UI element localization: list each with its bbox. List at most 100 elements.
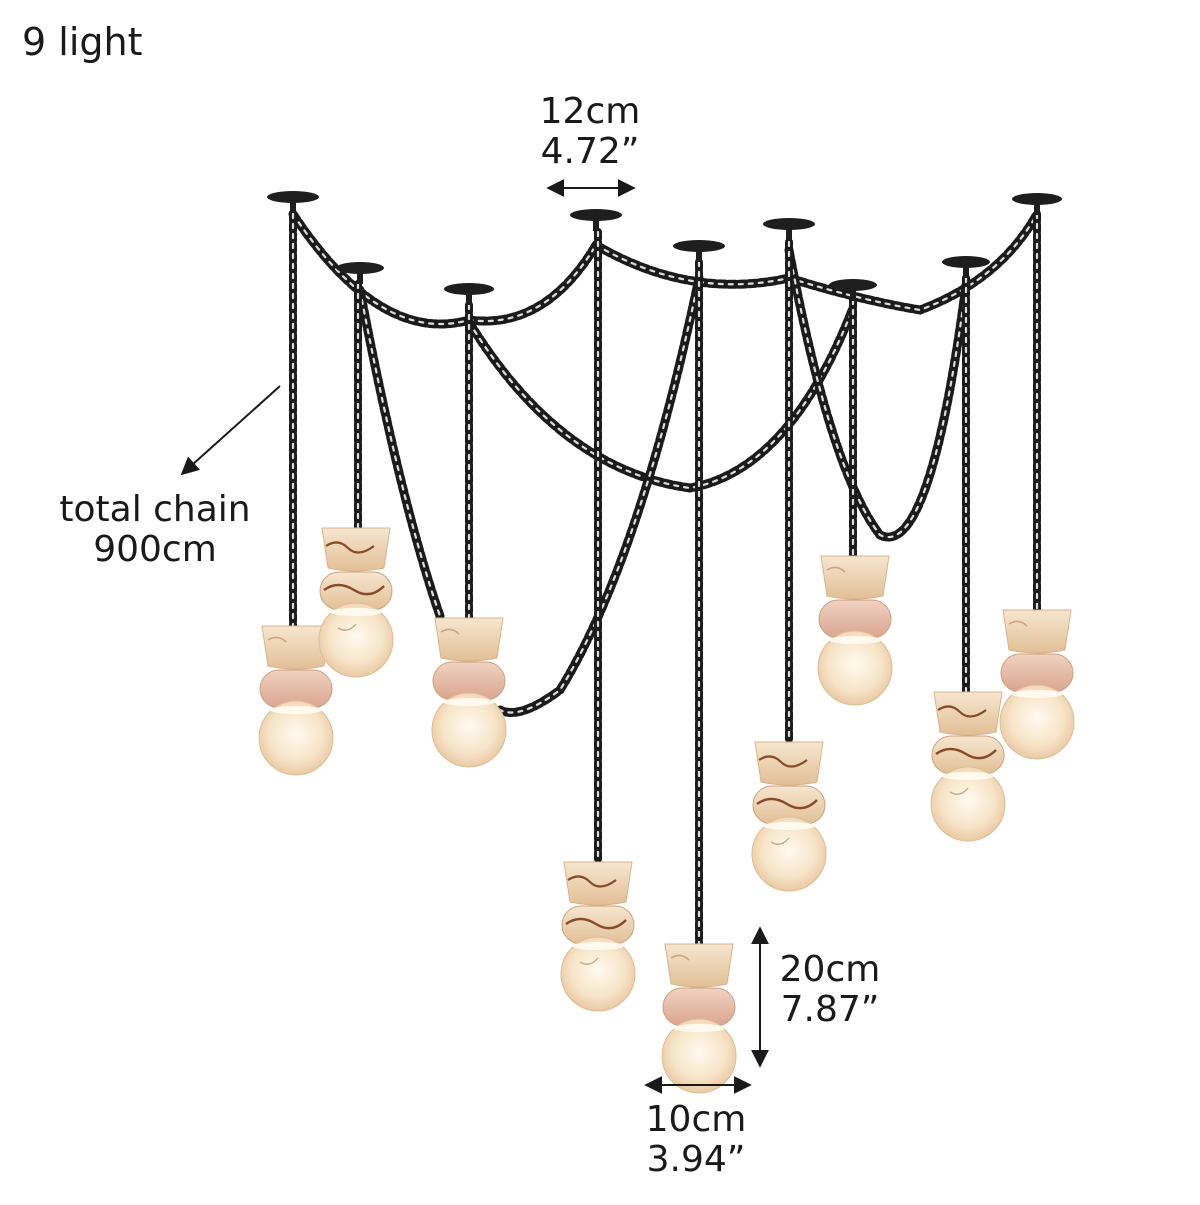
- shade-cup-6: [754, 741, 824, 786]
- dimension-arrows: [180, 179, 769, 1094]
- shade-cup-8: [933, 691, 1003, 736]
- shade-width-label: 10cm 3.94”: [636, 1100, 756, 1180]
- chain-swags: [288, 209, 1042, 717]
- shade-cup-1: [261, 625, 331, 670]
- ceiling-canopy-icon: [267, 191, 319, 203]
- shade-globe-9: [999, 684, 1075, 760]
- shade-vein-6b: [756, 797, 818, 810]
- pendant-shade-icon: [661, 943, 737, 1094]
- shade-glow-4: [572, 942, 624, 950]
- chain-length-line1: total chain: [59, 489, 251, 530]
- pendant-shade-icon: [999, 609, 1075, 760]
- shade-globe-4: [560, 936, 636, 1012]
- shade-globe-6: [751, 816, 827, 892]
- shade-glow-7: [829, 636, 881, 644]
- chain-drops: [289, 210, 1041, 948]
- chain-length-label: total chain 900cm: [40, 490, 270, 570]
- pendant-shade-icon: [560, 861, 636, 1012]
- canopy-spacing-label: 12cm 4.72”: [530, 92, 650, 172]
- pendant-shade-icon: [318, 527, 394, 678]
- shade-vein-1a: [267, 636, 287, 643]
- canopy-stem-4: [593, 219, 599, 231]
- shade-glow-5: [673, 1024, 725, 1032]
- pendant-shade-icon: [817, 555, 893, 706]
- shade-vein-3a: [440, 628, 460, 635]
- ceiling-canopy-icon: [570, 209, 622, 221]
- canopy-spacing-imperial: 4.72”: [540, 131, 640, 172]
- ceiling-canopy-icon: [673, 240, 725, 252]
- ceiling-canopy-icon: [829, 279, 877, 291]
- canopy-stem-7: [850, 289, 856, 301]
- canopy-stem-5: [696, 250, 702, 262]
- shade-glow-2: [330, 608, 382, 616]
- shade-cup-2: [321, 527, 391, 572]
- ceiling-canopy-icon: [763, 218, 815, 230]
- swag-chain-7-gap: [787, 248, 968, 538]
- swag-chain-3-gap: [787, 212, 1039, 312]
- swag-chain-6-gap: [498, 276, 701, 714]
- canopy-stem-6: [786, 228, 792, 240]
- shade-glow-6: [763, 822, 815, 830]
- pendant-shade-icon: [431, 617, 507, 768]
- chain-length-line2: 900cm: [93, 529, 217, 570]
- shade-vein-2b: [323, 583, 385, 596]
- shade-cup-4: [563, 861, 633, 906]
- pendant-shades: [258, 527, 1075, 1094]
- shade-globe-1: [258, 700, 334, 776]
- ceiling-canopy-icon: [336, 262, 384, 274]
- shade-glow-1: [270, 706, 322, 714]
- shade-globe-3: [431, 692, 507, 768]
- shade-vein-7a: [826, 566, 846, 573]
- shade-vein-4c: [579, 957, 599, 965]
- canopy-stem-1: [290, 201, 296, 213]
- shade-vein-8a: [937, 705, 987, 718]
- shade-cup-3: [434, 617, 504, 662]
- shade-vein-2c: [337, 623, 357, 631]
- canopy-stem-8: [963, 266, 969, 278]
- canopy-stem-9: [1034, 203, 1040, 215]
- shade-height-imperial: 7.87”: [780, 989, 880, 1030]
- dimension-arrow-icon: [180, 385, 281, 476]
- shade-globe-2: [318, 602, 394, 678]
- shade-width-metric: 10cm: [645, 1099, 747, 1140]
- shade-width-imperial: 3.94”: [646, 1139, 746, 1180]
- pendant-shade-icon: [930, 691, 1006, 842]
- ceiling-canopies: [267, 191, 1062, 305]
- shade-vein-4a: [567, 875, 617, 888]
- ceiling-canopy-icon: [1012, 193, 1062, 205]
- shade-globe-8: [930, 766, 1006, 842]
- shade-cup-7: [820, 555, 890, 600]
- shade-vein-8c: [949, 787, 969, 795]
- pendant-shade-icon: [258, 625, 334, 776]
- shade-globe-7: [817, 630, 893, 706]
- shade-vein-6c: [770, 837, 790, 845]
- shade-vein-9a: [1008, 620, 1028, 627]
- ceiling-canopy-icon: [444, 283, 494, 295]
- swag-chain-2-gap: [594, 243, 791, 286]
- shade-glow-3: [443, 698, 495, 706]
- canopy-spacing-metric: 12cm: [539, 91, 641, 132]
- shade-height-metric: 20cm: [779, 949, 881, 990]
- swag-chain-3: [784, 209, 1042, 315]
- shade-vein-4b: [565, 917, 627, 930]
- shade-vein-6a: [758, 755, 808, 768]
- page-title: 9 light: [22, 20, 143, 64]
- swag-chain-5-gap: [358, 288, 442, 618]
- canopy-stem-3: [466, 293, 472, 305]
- shade-vein-8b: [935, 747, 997, 760]
- ceiling-canopy-icon: [942, 256, 990, 268]
- swag-chain-4: [464, 303, 858, 493]
- shade-glow-9: [1011, 690, 1063, 698]
- shade-vein-2a: [325, 541, 375, 554]
- swag-chain-1-gap: [291, 212, 598, 325]
- shade-vein-5a: [670, 954, 690, 961]
- canopy-stem-2: [357, 272, 363, 284]
- shade-height-label: 20cm 7.87”: [770, 950, 890, 1030]
- pendant-shade-icon: [751, 741, 827, 892]
- swag-chain-4-gap: [467, 306, 855, 490]
- shade-cup-9: [1002, 609, 1072, 654]
- shade-glow-8: [942, 772, 994, 780]
- shade-cup-5: [664, 943, 734, 988]
